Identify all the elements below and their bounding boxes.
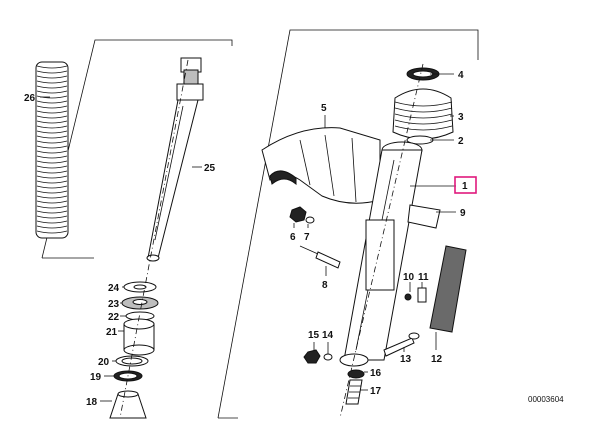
- spring-coil: [36, 80, 68, 84]
- spring-coil: [36, 115, 68, 119]
- callout-21: 21: [106, 327, 118, 338]
- callout-22: 22: [108, 312, 120, 323]
- drawing-code: 00003604: [528, 395, 564, 404]
- spring-coil: [36, 205, 68, 209]
- damper-rod-part: [146, 57, 204, 262]
- callout-9: 9: [460, 208, 466, 219]
- fasteners: [289, 206, 467, 405]
- callout-1: 1: [462, 181, 468, 192]
- spring-coil: [36, 160, 68, 164]
- callout-13: 13: [400, 354, 412, 365]
- spring-coil: [36, 230, 68, 234]
- callout-17: 17: [370, 386, 382, 397]
- spring-coil: [36, 165, 68, 169]
- highlight-box: [454, 176, 477, 194]
- spring-coil: [36, 195, 68, 199]
- leader-lines: [40, 73, 456, 402]
- gaiter-rib: [394, 107, 453, 113]
- callout-labels: 26 25 24 23 22 21 20 19 18 4 3 2 5 1 9 6…: [24, 70, 468, 408]
- spring-coil: [36, 155, 68, 159]
- spring-coil: [36, 145, 68, 149]
- right-assembly-frame: [217, 29, 479, 419]
- callout-26: 26: [24, 93, 36, 104]
- callout-10: 10: [403, 272, 415, 283]
- callout-19: 19: [90, 372, 102, 383]
- gaiter-stack: [392, 67, 454, 145]
- gaiter-rib: [394, 125, 453, 131]
- callout-12: 12: [431, 354, 443, 365]
- spring-coil: [36, 95, 68, 99]
- callout-3: 3: [458, 112, 464, 123]
- spring-coil: [36, 125, 68, 129]
- spring-coil: [36, 140, 68, 144]
- callout-18: 18: [86, 397, 98, 408]
- gaiter-rib: [394, 101, 453, 107]
- callout-14: 14: [322, 330, 334, 341]
- spring-coil: [36, 130, 68, 134]
- gaiter-rib: [394, 113, 453, 119]
- callout-4: 4: [458, 70, 464, 81]
- spring-coil: [36, 185, 68, 189]
- spring-coil: [36, 170, 68, 174]
- spring-coil: [36, 220, 68, 224]
- callout-20: 20: [98, 357, 110, 368]
- callout-15: 15: [308, 330, 320, 341]
- callout-25: 25: [204, 163, 216, 174]
- spring-coil: [36, 70, 68, 74]
- fork-leg-part: [339, 141, 441, 367]
- callout-6: 6: [290, 232, 296, 243]
- callout-11: 11: [418, 272, 429, 283]
- spring-coil: [36, 85, 68, 89]
- callout-16: 16: [370, 368, 382, 379]
- callout-5: 5: [321, 103, 327, 114]
- callout-23: 23: [108, 299, 120, 310]
- gaiter-rib: [394, 119, 453, 125]
- spring-coil: [36, 215, 68, 219]
- spring-coil: [36, 65, 68, 69]
- spring-coil: [36, 175, 68, 179]
- spring-coil: [36, 100, 68, 104]
- spring-coil: [36, 90, 68, 94]
- spring-coil: [36, 135, 68, 139]
- spring-coil: [36, 105, 68, 109]
- spring-part: [35, 61, 69, 239]
- callout-2: 2: [458, 136, 464, 147]
- callout-8: 8: [322, 280, 328, 291]
- spring-coil: [36, 110, 68, 114]
- spring-coil: [36, 150, 68, 154]
- spring-coil: [36, 200, 68, 204]
- spring-coil: [36, 180, 68, 184]
- callout-7: 7: [304, 232, 310, 243]
- spring-coil: [36, 225, 68, 229]
- heat-shield-part: [261, 127, 381, 204]
- spring-coil: [36, 75, 68, 79]
- left-assembly-frame: [41, 39, 233, 259]
- spring-coil: [36, 120, 68, 124]
- spring-coil: [36, 210, 68, 214]
- lower-left-parts: [109, 281, 159, 419]
- callout-24: 24: [108, 283, 120, 294]
- spring-coil: [36, 190, 68, 194]
